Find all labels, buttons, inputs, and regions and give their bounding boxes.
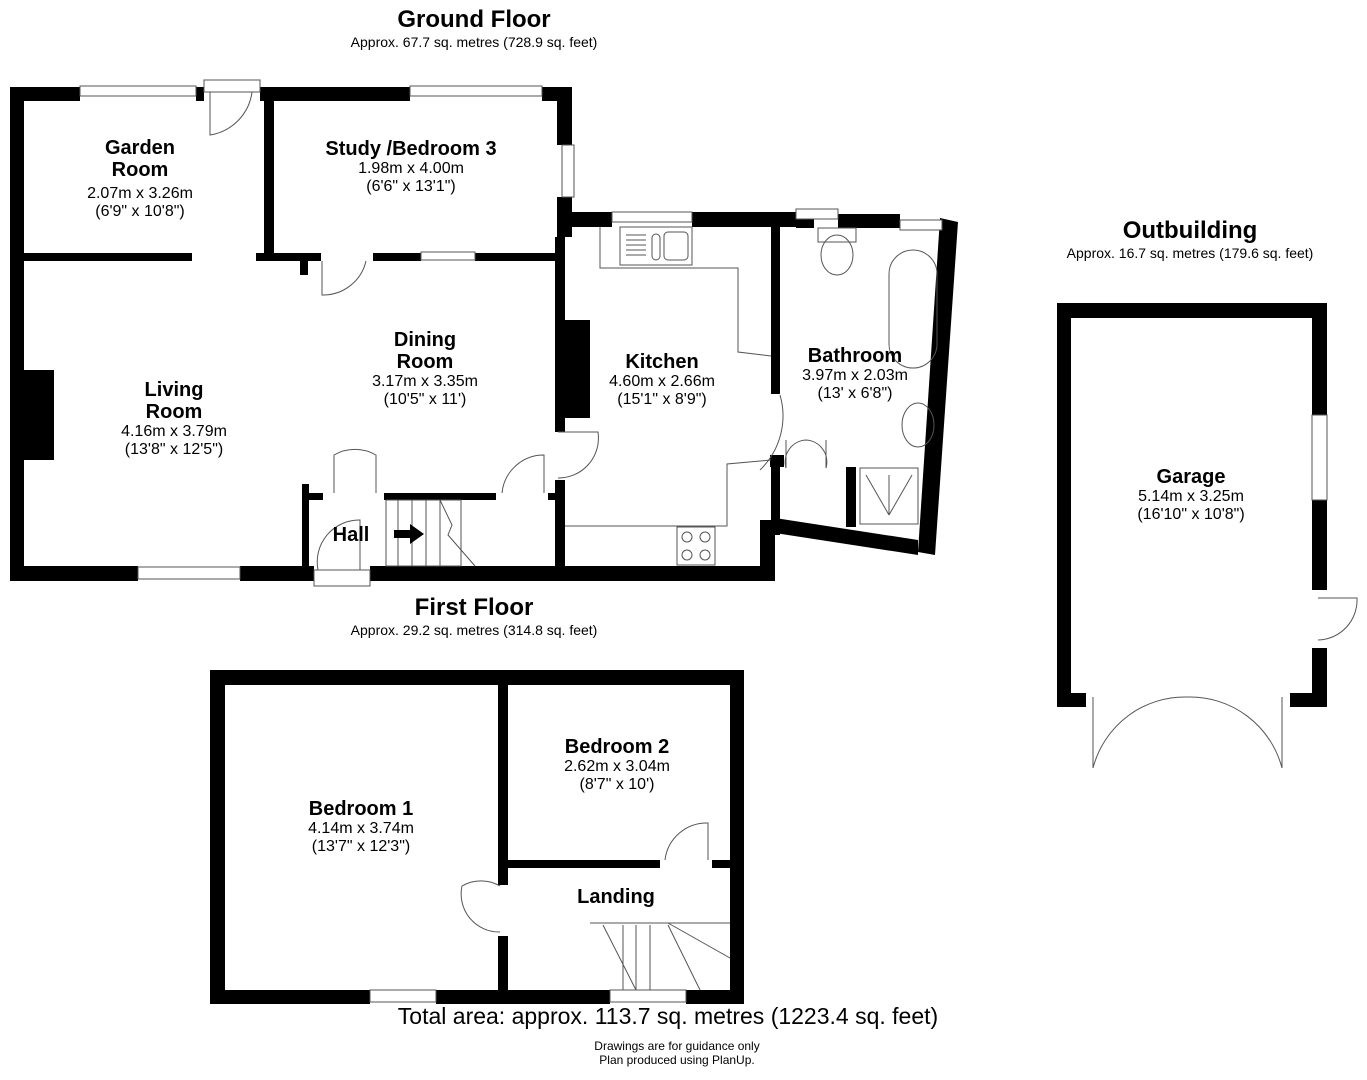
first-floor-stairs [590,922,731,991]
room-label-landing: Landing [577,886,655,908]
room-label-bedroom-1: Bedroom 1 4.14m x 3.74m (13'7" x 12'3") [308,798,414,856]
ground-floor-title: Ground Floor [397,6,551,33]
ground-floor-walls [10,87,958,581]
room-label-study-bedroom-3: Study /Bedroom 3 1.98m x 4.00m (6'6" x 1… [325,138,497,196]
room-label-garden-room: Garden Room 2.07m x 3.26m (6'9" x 10'8") [87,137,193,221]
bathroom-fittings [817,227,938,525]
total-area: Total area: approx. 113.7 sq. metres (12… [397,1003,939,1029]
kitchen-fittings [565,226,772,566]
garage-window [1311,414,1328,501]
room-label-kitchen: Kitchen 4.60m x 2.66m (15'1" x 8'9") [609,351,715,409]
first-floor-area: Approx. 29.2 sq. metres (314.8 sq. feet) [350,621,598,638]
ground-floor-header: Ground Floor Approx. 67.7 sq. metres (72… [351,6,598,50]
room-label-hall: Hall [332,524,370,546]
outbuilding-header: Outbuilding Approx. 16.7 sq. metres (179… [1067,217,1314,261]
outbuilding-walls [1057,303,1327,707]
room-label-bathroom: Bathroom 3.97m x 2.03m (13' x 6'8") [802,345,908,403]
ground-floor-windows [79,85,943,580]
stairs-direction-arrow-icon [394,524,424,544]
room-label-living-room: Living Room 4.16m x 3.79m (13'8" x 12'5"… [121,379,227,459]
outbuilding-title: Outbuilding [1122,217,1258,244]
first-floor-windows [369,989,687,1003]
first-floor-walls [210,670,744,1004]
room-label-garage: Garage 5.14m x 3.25m (16'10" x 10'8") [1137,466,1245,524]
outbuilding-area: Approx. 16.7 sq. metres (179.6 sq. feet) [1066,244,1314,261]
first-floor-header: First Floor Approx. 29.2 sq. metres (314… [351,594,598,638]
first-floor-title: First Floor [414,594,534,621]
first-floor-doors [460,822,709,933]
room-label-bedroom-2: Bedroom 2 2.62m x 3.04m (8'7" x 10') [564,736,670,794]
room-label-dining-room: Dining Room 3.17m x 3.35m (10'5" x 11') [372,329,478,409]
ground-floor-doors [203,79,828,587]
outbuilding-doors [1092,597,1358,769]
ground-floor-area: Approx. 67.7 sq. metres (728.9 sq. feet) [350,33,598,50]
disclaimer: Drawings are for guidance only Plan prod… [594,1039,760,1067]
